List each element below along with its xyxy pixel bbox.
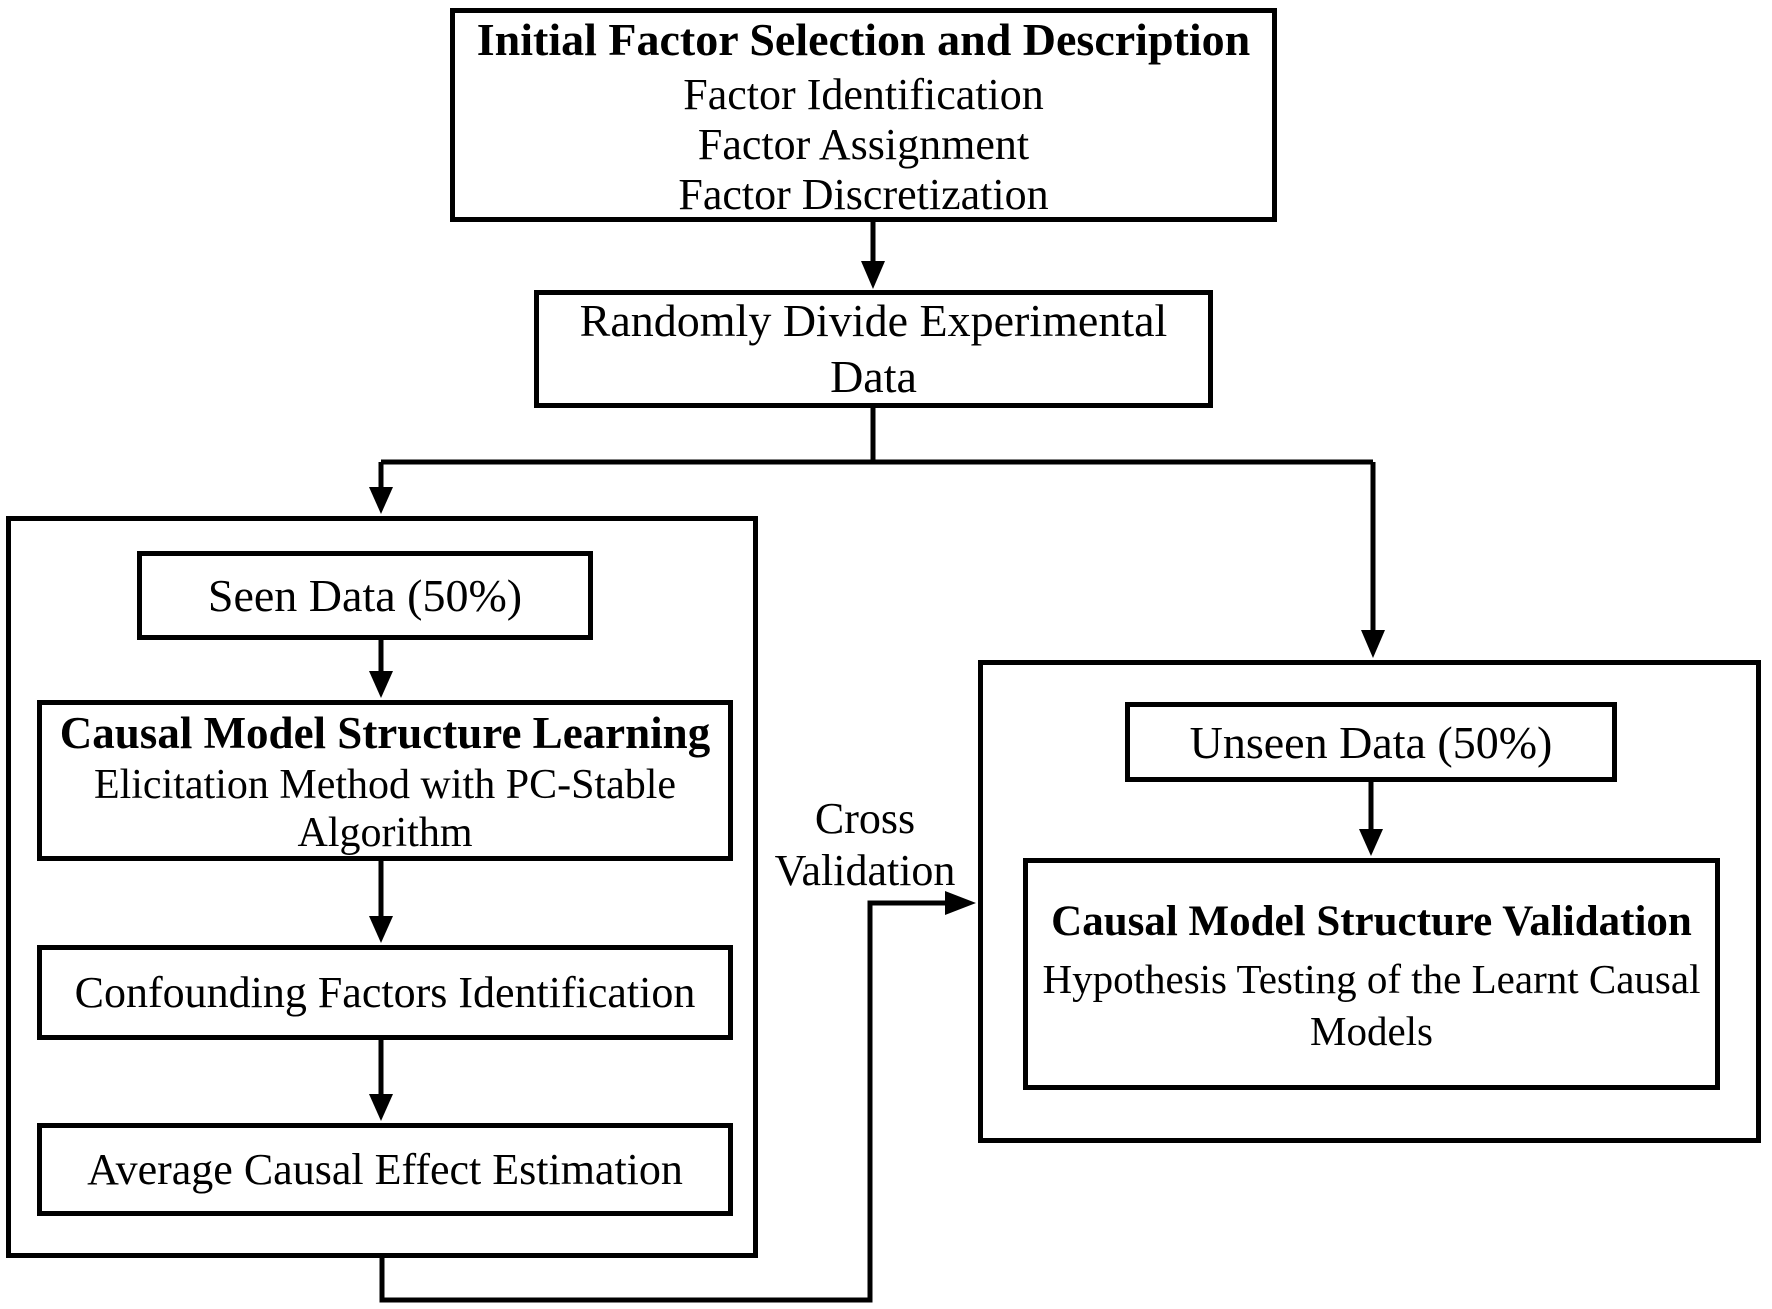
arrow-branch-to-right-container [1361,462,1385,658]
node-unseen-data: Unseen Data (50%) [1125,702,1617,782]
node-line: Factor Discretization [678,170,1049,219]
node-causal-model-structure-learning: Causal Model Structure Learning Elicitat… [37,700,733,861]
node-line: Factor Assignment [697,120,1030,169]
node-initial-factor-selection: Initial Factor Selection and Description… [450,8,1277,222]
node-causal-model-structure-validation: Causal Model Structure Validation Hypoth… [1023,858,1720,1090]
node-subtitle: Elicitation Method with PC-Stable Algori… [93,761,677,856]
node-label: Unseen Data (50%) [1189,716,1553,768]
node-line: Factor Identification [683,70,1044,119]
arrow-branch-to-left-container [369,462,393,514]
node-title: Causal Model Structure Learning [59,707,711,758]
node-label: Seen Data (50%) [207,570,523,621]
node-title: Initial Factor Selection and Description [476,14,1251,65]
node-randomly-divide-data: Randomly Divide Experimental Data [534,290,1213,408]
node-label: Average Causal Effect Estimation [87,1145,683,1194]
node-average-causal-effect-estimation: Average Causal Effect Estimation [37,1123,733,1216]
node-label: Confounding Factors Identification [74,968,696,1017]
arrow-initial-to-divide [861,222,885,289]
node-title: Causal Model Structure Validation [1051,898,1692,945]
node-label: Randomly Divide Experimental Data [579,294,1168,402]
node-seen-data: Seen Data (50%) [137,551,593,640]
node-subtitle: Hypothesis Testing of the Learnt Causal … [1042,956,1701,1054]
node-confounding-factors-identification: Confounding Factors Identification [37,945,733,1040]
cross-validation-label: Cross Validation [774,794,956,895]
